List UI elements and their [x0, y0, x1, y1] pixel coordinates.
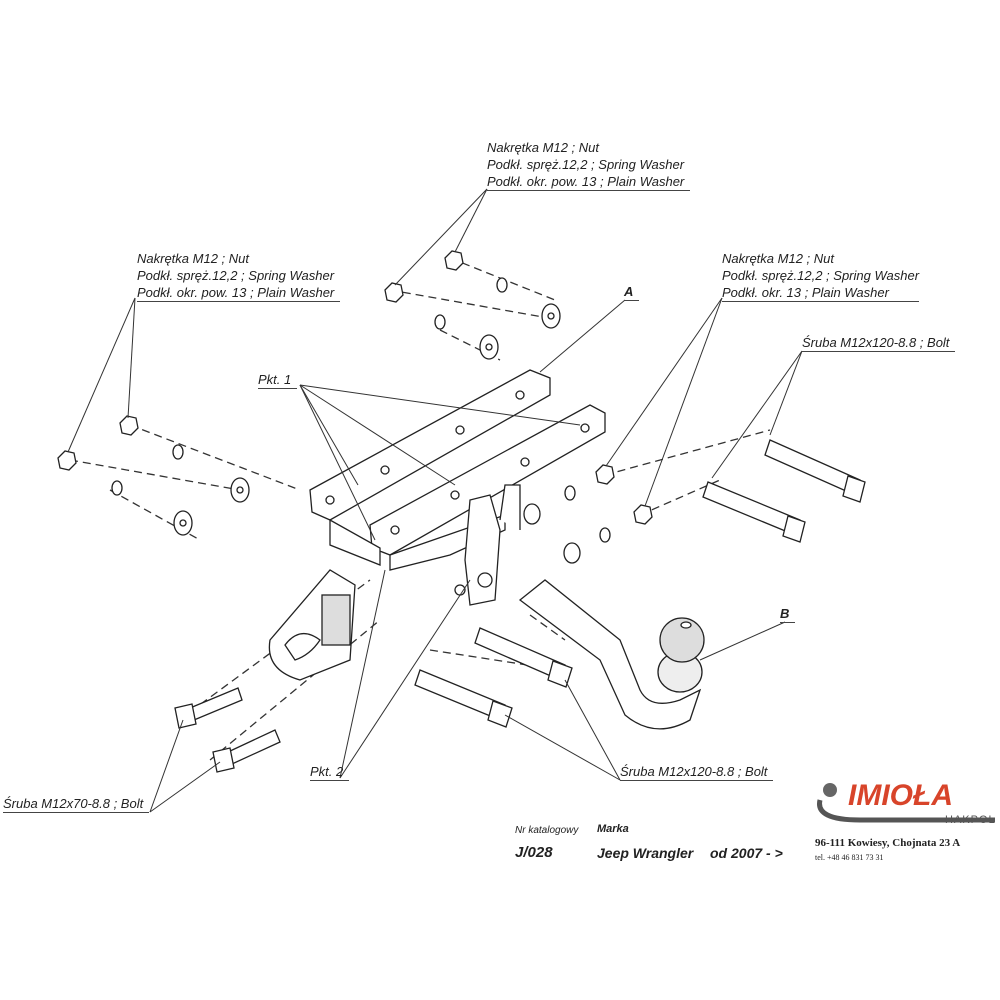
pkt1-label: Pkt. 1: [258, 371, 298, 389]
bolt-bottom-label: Śruba M12x120-8.8 ; Bolt: [620, 763, 774, 781]
make-label: Marka: [597, 823, 629, 835]
label-line: Podkł. okr. pow. 13 ; Plain Washer: [137, 284, 341, 302]
label-line: Nakrętka M12 ; Nut: [487, 140, 599, 155]
label-line: Podkł. spręż.12,2 ; Spring Washer: [137, 268, 335, 283]
nut-icon: [119, 415, 139, 436]
label-line: Nakrętka M12 ; Nut: [722, 251, 834, 266]
pkt2-label: Pkt. 2: [310, 763, 350, 781]
company-phone: tel. +48 46 831 73 31: [815, 853, 884, 862]
bolts: [174, 439, 866, 773]
nuts: [57, 250, 653, 525]
nut-icon: [444, 250, 464, 271]
top-hardware-label: Nakrętka M12 ; Nut Podkł. spręż.12,2 ; S…: [487, 139, 691, 191]
left-hardware-label: Nakrętka M12 ; Nut Podkł. spręż.12,2 ; S…: [137, 250, 341, 302]
socket-plate: [268, 569, 356, 681]
years-value: od 2007 - >: [710, 845, 783, 861]
catalog-number: J/028: [515, 844, 553, 861]
tow-ball-b: [518, 579, 705, 730]
part-b-label: B: [780, 605, 796, 623]
label-line: Podkł. okr. 13 ; Plain Washer: [722, 284, 920, 302]
label-line: Nakrętka M12 ; Nut: [137, 251, 249, 266]
bolt-right-label: Śruba M12x120-8.8 ; Bolt: [802, 334, 956, 352]
washers: [111, 277, 611, 564]
nut-icon: [633, 504, 653, 525]
label-line: Podkł. okr. pow. 13 ; Plain Washer: [487, 173, 691, 191]
label-line: Podkł. spręż.12,2 ; Spring Washer: [487, 157, 685, 172]
nut-icon: [595, 464, 615, 485]
nut-icon: [384, 282, 404, 303]
part-a-label: A: [624, 283, 640, 301]
right-hardware-label: Nakrętka M12 ; Nut Podkł. spręż.12,2 ; S…: [722, 250, 920, 302]
label-line: Podkł. spręż.12,2 ; Spring Washer: [722, 268, 920, 283]
logo-subtext: HAKPOL: [945, 814, 996, 826]
bolt-left-label: Śruba M12x70-8.8 ; Bolt: [3, 795, 150, 813]
logo-text: IMIOŁA: [848, 779, 953, 812]
nut-icon: [57, 450, 77, 471]
catalog-label: Nr katalogowy: [515, 825, 579, 836]
company-address: 96-111 Kowiesy, Chojnata 23 A: [815, 837, 961, 849]
leader-lines: [67, 188, 803, 813]
make-value: Jeep Wrangler: [597, 845, 694, 861]
bracket-a: [309, 369, 606, 606]
imiola-logo: [817, 783, 995, 823]
